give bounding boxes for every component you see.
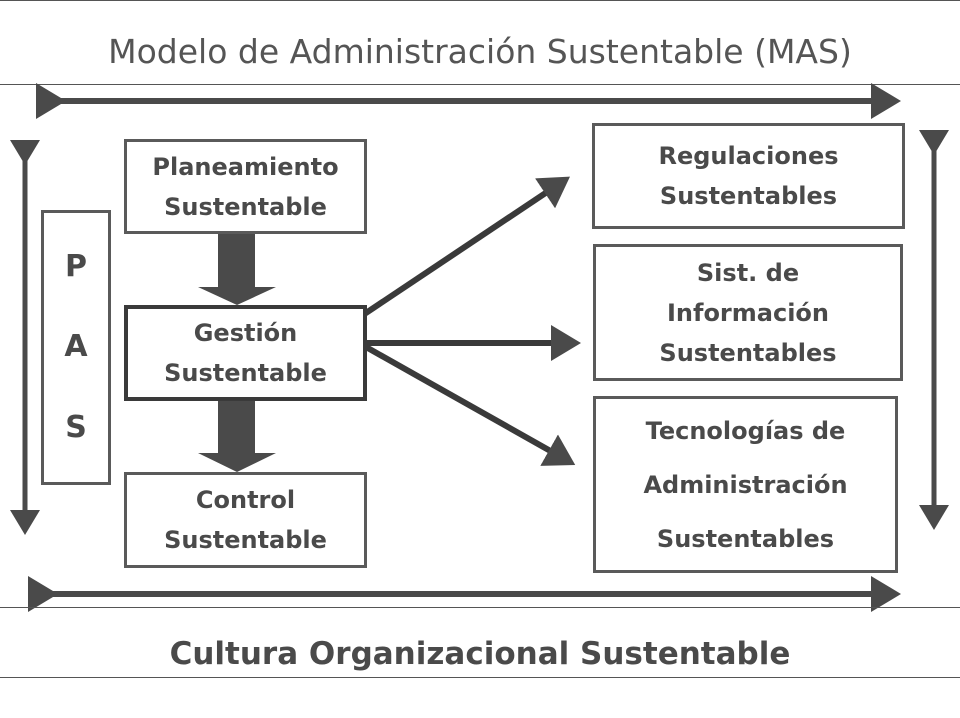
- regulaciones-box: Regulaciones Sustentables: [592, 123, 905, 229]
- sistemas-label-3: Sustentables: [659, 338, 837, 367]
- planeamiento-box: Planeamiento Sustentable: [124, 139, 367, 234]
- control-label: Control: [195, 486, 296, 514]
- diagram-title: Modelo de Administración Sustentable (MA…: [108, 32, 852, 71]
- gestion-label: Gestión: [193, 319, 298, 347]
- footer-top-line: [0, 607, 960, 608]
- tecnologias-label-2: Administración: [643, 470, 848, 499]
- control-sublabel: Sustentable: [164, 526, 327, 554]
- block-arrow-plan-to-gestion: [198, 233, 276, 305]
- planeamiento-label: Planeamiento: [152, 152, 339, 181]
- control-box: Control Sustentable: [124, 472, 367, 568]
- tecnologias-label-3: Sustentables: [656, 524, 835, 553]
- sistemas-label-2: Información: [666, 298, 829, 327]
- sistemas-label-1: Sist. de: [696, 258, 800, 287]
- arrow-to-regulaciones: [343, 176, 570, 330]
- tecnologias-label-1: Tecnologías de: [645, 416, 846, 445]
- sistemas-box: Sist. de Información Sustentables: [593, 244, 903, 381]
- pas-letter-a: A: [64, 329, 88, 365]
- block-arrow-gestion-to-control: [198, 400, 276, 472]
- footer-title: Cultura Organizacional Sustentable: [169, 636, 791, 672]
- pas-box: P A S: [41, 210, 111, 485]
- regulaciones-sublabel: Sustentables: [659, 182, 838, 210]
- regulaciones-label: Regulaciones: [658, 142, 839, 170]
- pas-letter-p: P: [65, 249, 87, 285]
- arrow-to-tecnologias: [364, 344, 576, 466]
- gestion-box: Gestión Sustentable: [124, 305, 367, 401]
- planeamiento-sublabel: Sustentable: [164, 192, 327, 221]
- footer-bottom-line: [0, 677, 960, 678]
- pas-letter-s: S: [65, 409, 87, 445]
- top-border-line: [0, 0, 960, 1]
- tecnologias-box: Tecnologías de Administración Sustentabl…: [593, 396, 898, 573]
- gestion-sublabel: Sustentable: [164, 359, 327, 387]
